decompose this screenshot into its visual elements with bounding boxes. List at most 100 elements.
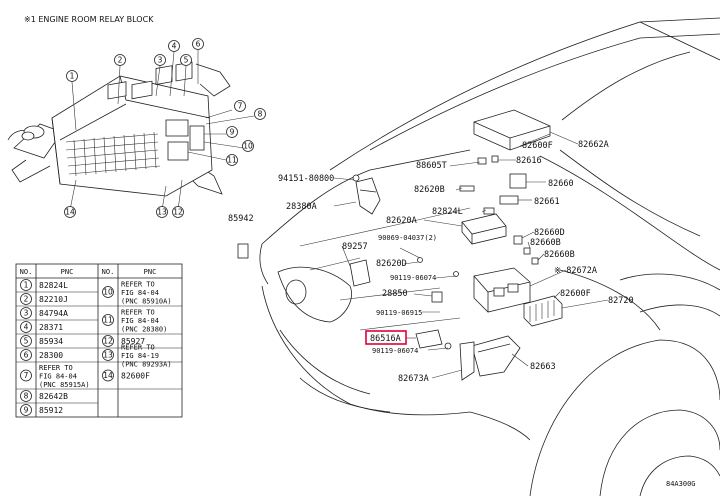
part-label: 90119-06074 — [390, 274, 436, 282]
callout-number: 8 — [258, 110, 263, 119]
figure-code: 84A300G — [666, 480, 696, 488]
pnc-cell: FIG 84-19 — [121, 352, 159, 360]
callout-number: 6 — [24, 351, 29, 360]
row-number-10: 10 — [102, 286, 114, 298]
table-row: 4 28371 — [20, 321, 63, 333]
pnc-cell: (PNC 89293A) — [121, 361, 172, 369]
highlighted-part-label[interactable]: 86516A — [370, 334, 401, 344]
callout-number: 3 — [24, 309, 29, 318]
row-number-9: 9 — [20, 404, 32, 416]
callout-14: 14 — [64, 206, 76, 218]
part-label: 28850 — [382, 289, 408, 299]
callout-7: 7 — [234, 100, 246, 112]
callout-number: 7 — [238, 102, 243, 111]
part-label: 82662A — [578, 140, 609, 150]
callout-number: 9 — [24, 406, 29, 415]
table-header: NO. — [102, 268, 115, 276]
callout-number: 5 — [184, 56, 189, 65]
callout-number: 5 — [24, 337, 29, 346]
row-number-4: 4 — [20, 321, 32, 333]
callout-number: 14 — [65, 208, 75, 217]
row-number-5: 5 — [20, 335, 32, 347]
part-label: 82720 — [608, 296, 634, 306]
callout-10: 10 — [242, 140, 254, 152]
pnc-cell: 85912 — [39, 406, 63, 415]
part-label: 82673A — [398, 374, 429, 384]
pnc-cell: (PNC 28380) — [121, 326, 167, 334]
part-label: 82660D — [534, 228, 565, 238]
row-number-12: 12 — [102, 335, 114, 347]
callout-2: 2 — [114, 54, 126, 66]
table-row: 8 82642B — [20, 390, 68, 402]
pnc-cell: FIG 84-04 — [121, 289, 159, 297]
pnc-cell: 82642B — [39, 392, 68, 401]
car-front-drawing — [259, 17, 720, 496]
pnc-cell: FIG 84-04 — [121, 317, 159, 325]
part-label: 82600F — [522, 141, 553, 151]
callout-number: 6 — [196, 40, 201, 49]
row-number-13: 13 — [102, 349, 114, 361]
callout-number: 3 — [158, 56, 163, 65]
table-row: 9 85912 — [20, 404, 63, 416]
part-label: 82660B — [530, 238, 561, 248]
row-number-8: 8 — [20, 390, 32, 402]
row-number-6: 6 — [20, 349, 32, 361]
table-row: 5 85934 — [20, 335, 63, 347]
callout-number: 4 — [172, 42, 177, 51]
part-label: 82616 — [516, 156, 542, 166]
callout-number: 12 — [103, 337, 113, 346]
callout-12: 12 — [172, 206, 184, 218]
part-label: 88605T — [416, 161, 447, 171]
pnc-cell: 85934 — [39, 337, 63, 346]
part-label: 89257 — [342, 242, 368, 252]
part-label: ※ 82672A — [554, 266, 597, 276]
pnc-cell: REFER TO — [121, 344, 155, 352]
part-label: 85942 — [228, 214, 254, 224]
row-number-11: 11 — [102, 314, 114, 326]
pnc-cell: 82824L — [39, 281, 68, 290]
pnc-cell: 28371 — [39, 323, 63, 332]
callout-13: 13 — [156, 206, 168, 218]
part-label: 82620A — [386, 216, 417, 226]
highlight-box — [365, 330, 407, 345]
pnc-cell: 85927 — [121, 337, 145, 346]
callout-number: 13 — [103, 351, 113, 360]
part-label: 82620B — [414, 185, 445, 195]
callout-number: 2 — [118, 56, 123, 65]
callout-9: 9 — [226, 126, 238, 138]
callout-number: 14 — [103, 371, 113, 380]
callout-11: 11 — [226, 154, 238, 166]
callout-number: 7 — [24, 371, 29, 380]
relay-block-drawing — [7, 61, 231, 197]
table-row: 3 84794A — [20, 307, 68, 319]
engine-room-parts — [237, 109, 563, 381]
pnc-cell: REFER TO — [121, 309, 155, 317]
callout-number: 9 — [230, 128, 235, 137]
part-label: 82660B — [544, 250, 575, 260]
pnc-cell: FIG 84-04 — [39, 373, 77, 381]
callout-number: 1 — [24, 281, 29, 290]
inset-callouts — [69, 50, 255, 211]
callout-number: 10 — [243, 142, 253, 151]
callout-number: 11 — [227, 156, 237, 165]
pnc-cell: REFER TO — [39, 364, 73, 372]
table-row: 12 85927 — [102, 335, 145, 347]
callout-number: 13 — [157, 208, 167, 217]
callout-6: 6 — [192, 38, 204, 50]
part-labels: 94151-80800 28380A 85942 89257 90069-040… — [228, 140, 634, 384]
pnc-cell: 84794A — [39, 309, 68, 318]
callout-number: 4 — [24, 323, 29, 332]
callout-number: 10 — [103, 288, 113, 297]
part-label: 82660 — [548, 179, 574, 189]
callout-1: 1 — [66, 70, 78, 82]
row-number-3: 3 — [20, 307, 32, 319]
part-label: 82824L — [432, 207, 463, 217]
inset-title: ※1 ENGINE ROOM RELAY BLOCK — [24, 15, 154, 24]
